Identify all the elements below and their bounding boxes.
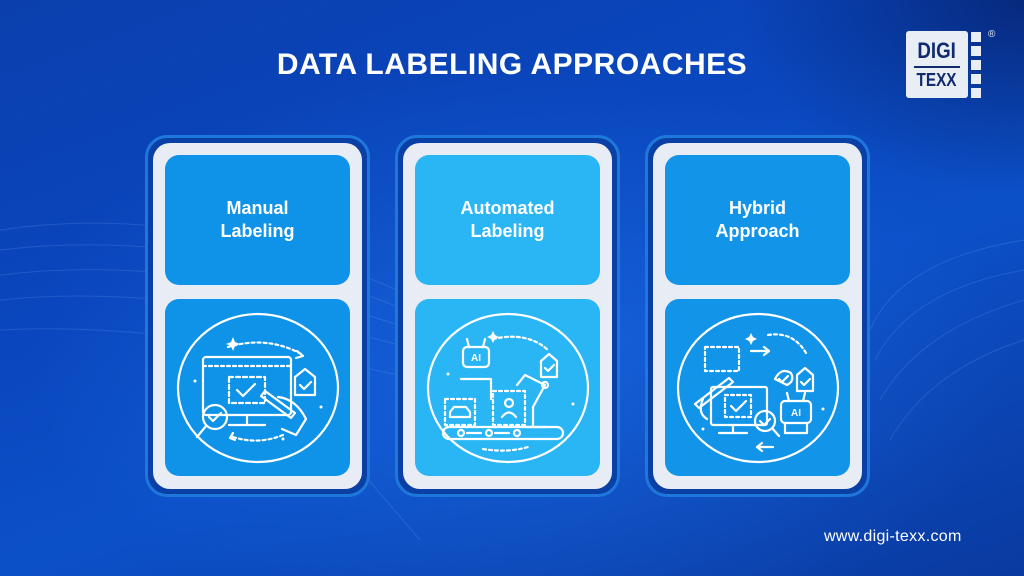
card-manual-labeling[interactable]: Manual Labeling (145, 135, 370, 497)
card-title-panel: Manual Labeling (165, 155, 350, 285)
svg-text:AI: AI (471, 353, 481, 364)
hybrid-approach-illustration-icon: AI (676, 312, 839, 463)
card-title-panel: Hybrid Approach (665, 155, 850, 285)
card-title-line2: Approach (715, 221, 800, 241)
card-title-line1: Manual (226, 198, 289, 218)
digitexx-logo[interactable]: DIGI TEXX ® (906, 29, 996, 102)
card-body: Manual Labeling (153, 143, 362, 489)
registered-mark: ® (988, 29, 996, 40)
card-illustration-panel: AI (665, 299, 850, 476)
logo-divider (914, 66, 960, 68)
logo-line1: DIGI (917, 38, 957, 63)
card-title-line1: Automated (460, 198, 555, 218)
logo-line2: TEXX (917, 70, 957, 90)
card-automated-labeling[interactable]: Automated Labeling AI (395, 135, 620, 497)
card-title-line2: Labeling (220, 221, 295, 241)
card-title-line2: Labeling (470, 221, 545, 241)
page-title: DATA LABELING APPROACHES (276, 48, 748, 81)
logo-box: DIGI TEXX (906, 31, 968, 98)
card-body: Automated Labeling AI (403, 143, 612, 489)
card-title-line1: Hybrid (728, 198, 786, 218)
automated-labeling-illustration-icon: AI (426, 312, 589, 463)
logo-film-squares (971, 32, 981, 102)
website-url[interactable]: www.digi-texx.com (824, 528, 962, 545)
card-hybrid-approach[interactable]: Hybrid Approach (645, 135, 870, 497)
svg-text:AI: AI (791, 408, 801, 419)
manual-labeling-illustration-icon (176, 312, 339, 463)
card-illustration-panel: AI (415, 299, 600, 476)
card-illustration-panel (165, 299, 350, 476)
card-body: Hybrid Approach (653, 143, 862, 489)
card-title-panel: Automated Labeling (415, 155, 600, 285)
